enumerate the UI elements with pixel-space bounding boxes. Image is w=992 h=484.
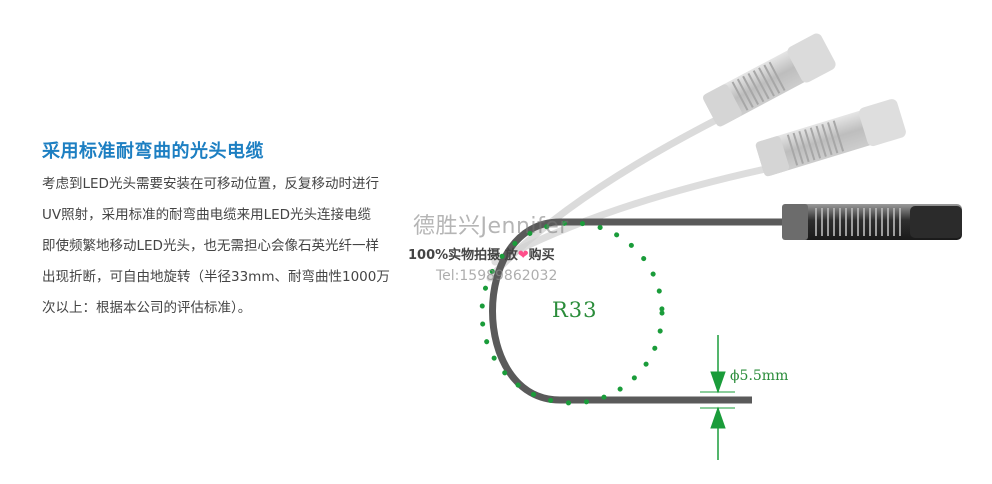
ghost-cable-middle xyxy=(491,99,906,266)
heart-icon: ❤ xyxy=(517,248,529,263)
description-line: UV照射，采用标准的耐弯曲电缆来用LED光头连接电缆 xyxy=(42,207,372,223)
bend-radius-circle xyxy=(479,220,665,406)
description-line: 考虑到LED光头需要安装在可移动位置，反复移动时进行 xyxy=(42,176,379,192)
section-heading: 采用标准耐弯曲的光头电缆 xyxy=(42,141,264,162)
diameter-dimension xyxy=(700,335,735,460)
radius-label: R33 xyxy=(552,298,598,322)
led-cable-main xyxy=(489,218,785,404)
watermark-photo-text-after: 购买 xyxy=(528,248,555,263)
description-line: 出现折断，可自由地旋转（半径33mm、耐弯曲性1000万 xyxy=(42,269,390,285)
watermark-photo-text-before: 100%实物拍摄 放 xyxy=(408,248,518,263)
diameter-label: ϕ5.5mm xyxy=(730,368,789,384)
description-line: 次以上：根据本公司的评估标准）。 xyxy=(42,300,252,316)
description-line: 即使频繁地移动LED光头，也无需担心会像石英光纤一样 xyxy=(42,238,379,254)
watermark-photo-text: 100%实物拍摄 放❤购买 xyxy=(408,244,555,263)
led-head-main xyxy=(782,204,962,240)
description-text: 考虑到LED光头需要安装在可移动位置，反复移动时进行 UV照射，采用标准的耐弯曲… xyxy=(42,173,447,328)
watermark-phone: Tel:15989862032 xyxy=(436,268,558,284)
watermark-name: 德胜兴Jennifer xyxy=(413,214,569,239)
